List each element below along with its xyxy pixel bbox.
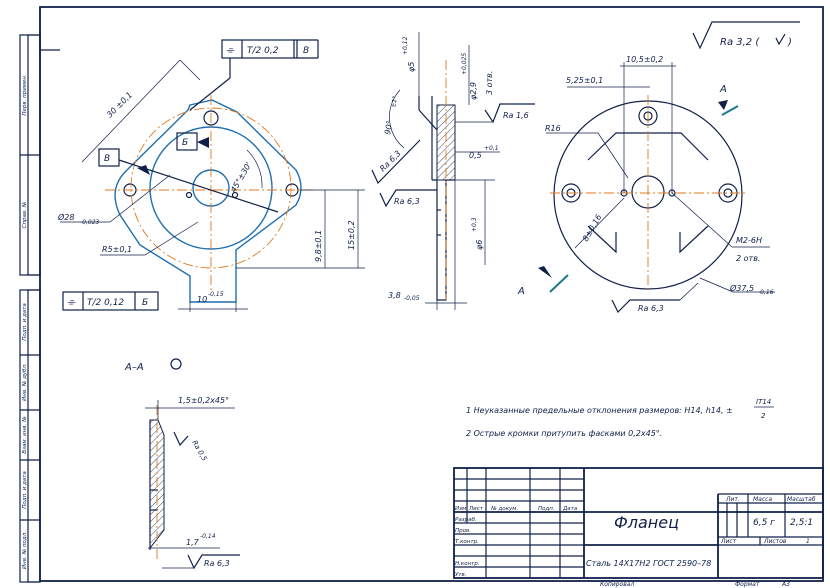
col-sign: Подп. [538,506,555,512]
row-razrab: Разраб. [455,517,477,523]
dim-3-8: 3,8 [388,291,401,300]
mass-value: 6,5 г [753,518,775,528]
main-view: ⌯ T/2 0,2 В 30 ±0,1 В Б 45°±30' Ø28 -0,0… [57,39,365,312]
square-dimension: 30 ±0,1 [105,90,134,119]
part-name: Фланец [614,513,679,532]
material: Сталь 14Х17Н2 ГОСТ 2590–78 [586,559,711,568]
right-view: 10,5±0,2 5,25±0,1 А R16 8±0,16 М2-6Н 2 о… [517,55,775,314]
col-doc: № докум. [490,506,518,512]
roughness-paren-close: ) [787,37,792,48]
label-a-top: А [719,84,727,95]
phi-6: φ6 [475,240,484,250]
label-v: В [104,154,110,164]
stamp-vzam-inv: Взам. инв. № [22,416,28,454]
diameter-37-5: Ø37,5 [729,283,754,293]
dim-10-5: 10,5±0,2 [626,55,663,64]
row-prov: Пров. [455,528,471,534]
dim-10: 10 [197,295,207,304]
format-label: Формат [735,581,760,588]
dim-1-7: 1,7 [186,538,200,547]
section-view: φ5 +0,12 φ2,9 +0,025 3 отв. 90° ±1° Ra 1… [371,32,535,310]
phi-2-9-tol: +0,025 [461,53,468,75]
sheets-value: 1 [806,538,810,545]
stamp-podp-data-2: Подп. и дата [22,471,28,509]
dim-8: 8±0,16 [581,213,604,243]
dim-15: 15±0,2 [347,220,356,250]
ra-6-3-aa: Ra 6,3 [204,559,230,568]
roughness-general: Ra 3,2 ( ) [692,21,800,50]
phi-2-9: φ2,9 [469,82,478,100]
lit-label: Лит. [725,496,740,503]
tolerance-bottom-datum: Б [142,298,148,308]
diameter-37-5-tol: -0,16 [758,289,774,296]
tolerance-top-symbol: ⌯ [226,45,235,56]
dim-3-8-tol: -0,05 [404,295,420,302]
dim-10-tol: -0,15 [208,291,224,298]
ra-0-5: Ra 0,5 [190,439,208,463]
phi-5: φ5 [407,62,416,72]
tolerance-top-value: T/2 0,2 [247,46,279,56]
mass-label: Масса [753,496,772,503]
angle-90: 90° [383,120,394,136]
title-block: Изм Лист № докум. Подп. Дата Разраб. Про… [453,467,824,588]
col-date: Дата [562,506,578,512]
stamp-sprav-no: Справ. № [22,201,28,228]
note-1: 1 Неуказанные предельные отклонения разм… [466,406,733,415]
stamp-inv-dubl: Инв. № дубл. [22,363,28,401]
main-flange-outline [114,99,302,303]
note-2: 2 Острые кромки притупить фасками 0,2х45… [466,429,662,438]
holes-3: 3 отв. [485,71,494,95]
note-1-frac-top: IT14 [756,398,771,406]
ra-1-6: Ra 1,6 [503,111,529,120]
dim-9-8: 9,8±0,1 [314,230,323,262]
label-b: Б [182,138,188,148]
diameter-28-tol: -0,023 [80,219,100,226]
label-a-bottom: А [517,286,525,297]
dim-5-25: 5,25±0,1 [566,76,603,85]
format-value: А3 [781,581,790,588]
angle-dimension: 45°±30' [229,161,253,194]
technical-notes: 1 Неуказанные предельные отклонения разм… [466,398,774,438]
tolerance-top-datum: В [303,46,309,56]
tolerance-bottom-symbol: ⌯ [67,297,76,308]
dim-1-7-tol: -0,14 [200,533,216,540]
copied-label: Копировал [600,581,634,588]
dim-0-5-tol: +0,1 [484,145,499,152]
side-stamp-top: Перв. примен. Справ. № [19,34,41,276]
scale-value: 2,5:1 [790,518,813,528]
phi-6-tol: +0,3 [471,217,478,232]
dim-0-5: 0,5 [469,151,482,160]
thread-m2: М2-6Н [736,236,762,245]
phi-5-tol: +0,12 [402,36,409,55]
radius-5: R5±0,1 [102,245,132,254]
row-utv: Утв. [455,572,467,578]
section-aa: А–А 1,5±0,2х45° Ra 0,5 1,7 -0,14 Ra 6,3 [124,358,240,570]
side-stamp-bottom: Подп. и дата Инв. № дубл. Взам. инв. № П… [19,289,41,583]
sheet-label: Лист [720,538,737,545]
stamp-inv-podl: Инв. № подл. [22,531,28,569]
ra-6-3-left: Ra 6,3 [394,197,420,206]
stamp-perv-primen: Перв. примен. [22,74,28,116]
row-tkontr: Т.контр. [455,539,479,545]
col-izm: Изм [455,506,466,512]
scale-label: Масштаб [787,496,816,503]
note-1-frac-bottom: 2 [761,412,766,420]
sheets-label: Листов [763,538,787,545]
radius-16: R16 [545,124,561,133]
tolerance-bottom-value: T/2 0,12 [87,298,124,308]
stamp-podp-data-1: Подп. и дата [22,303,28,341]
angle-90-tol: ±1° [390,95,399,108]
thread-count: 2 отв. [736,254,760,263]
roughness-main-text: Ra 3,2 ( [720,37,760,48]
ra-6-3-right: Ra 6,3 [638,304,664,313]
section-aa-title: А–А [124,362,144,373]
row-nkontr: Н.контр. [455,561,480,567]
diameter-28: Ø28 [57,212,74,222]
col-list: Лист [468,506,484,512]
chamfer: 1,5±0,2х45° [178,396,229,405]
